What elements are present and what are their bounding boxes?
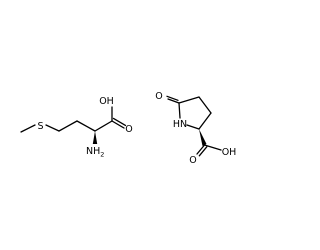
ring-bond-nitrogen-carbonyl	[178, 102, 181, 119]
amine-nh-text: NH	[86, 146, 100, 157]
carboxyl-double-2	[198, 146, 208, 157]
chemical-structure-canvas: S OH O NH2 O HN OH O	[20, 91, 236, 166]
ring-nh-label: HN	[173, 119, 187, 130]
sulfur-atom-label: S	[37, 121, 43, 132]
carboxyl-double-1	[196, 144, 206, 155]
bond-carboxyl-hydroxyl-2	[203, 144, 222, 151]
bond-sulfur-ch2	[45, 124, 60, 132]
bond-carboxyl-oxygen-1	[111, 120, 125, 129]
hydroxyl-label: OH	[99, 96, 114, 107]
amine-label: NH2	[86, 146, 104, 159]
wedge-bond-carboxyl	[199, 129, 207, 146]
wedge-bond-amine	[92, 131, 98, 144]
pyroglutamic-acid-structure: O HN OH O	[155, 91, 236, 166]
carbonyl-oxygen-label-2: O	[189, 155, 196, 166]
bond-ch2-alpha	[76, 120, 96, 132]
ring-bond-ch2-alpha	[198, 112, 212, 130]
carbonyl-oxygen-label: O	[125, 124, 132, 135]
ring-carbonyl-double-2	[166, 95, 179, 101]
hydroxyl-label-2: OH	[222, 147, 237, 158]
bond-ch2-ch2	[58, 120, 78, 132]
bond-alpha-carboxyl	[94, 120, 113, 132]
amine-subscript: 2	[100, 151, 104, 159]
methionine-structure: S OH O NH2	[20, 96, 133, 159]
bond-carboxyl-oxygen-2	[112, 117, 127, 127]
bond-methyl-sulfur	[20, 124, 36, 133]
ring-bond-ch2-ch2	[198, 96, 212, 114]
ring-carbonyl-double-1	[167, 98, 180, 104]
ring-bond-alpha-nitrogen	[186, 124, 200, 130]
ring-bond-carbonyl-ch2	[178, 96, 200, 104]
ring-carbonyl-oxygen-label: O	[155, 91, 162, 102]
